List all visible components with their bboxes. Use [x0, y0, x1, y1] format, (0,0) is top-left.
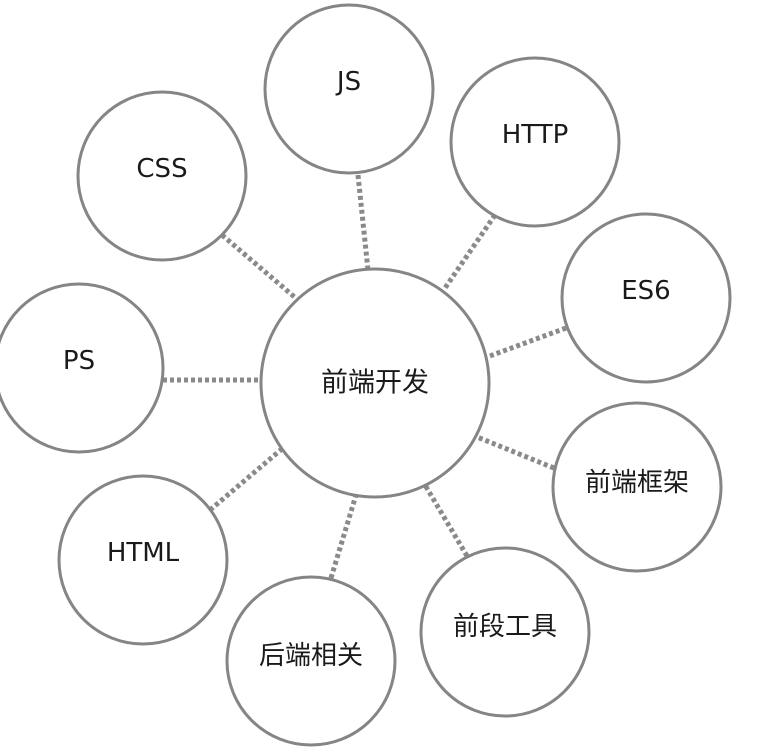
node-backend: 后端相关 — [225, 575, 397, 747]
node-html: HTML — [57, 474, 229, 646]
node-html-label: HTML — [107, 538, 180, 568]
node-frameworks: 前端框架 — [551, 401, 723, 573]
node-http: HTTP — [449, 56, 621, 228]
node-html-circle — [57, 474, 229, 646]
node-js-circle — [263, 3, 435, 175]
node-js: JS — [263, 3, 435, 175]
connector-css — [220, 233, 300, 302]
node-ps: PS — [0, 282, 165, 454]
connector-http — [442, 213, 498, 290]
node-es6-label: ES6 — [621, 276, 670, 306]
connector-tools — [422, 483, 470, 558]
node-http-circle — [449, 56, 621, 228]
node-http-label: HTTP — [502, 120, 569, 150]
node-backend-label: 后端相关 — [259, 641, 363, 671]
node-backend-circle — [225, 575, 397, 747]
node-frameworks-circle — [551, 401, 723, 573]
hub-node: 前端开发 — [259, 267, 491, 499]
connector-html — [208, 446, 285, 512]
node-tools-circle — [419, 546, 591, 718]
node-frameworks-label: 前端框架 — [585, 468, 689, 498]
node-css-label: CSS — [136, 154, 187, 184]
node-css: CSS — [76, 90, 248, 262]
node-css-circle — [76, 90, 248, 262]
hub-circle — [259, 267, 491, 499]
node-ps-label: PS — [63, 346, 95, 376]
hub-label: 前端开发 — [321, 368, 429, 399]
connector-backend — [328, 494, 359, 579]
connector-js — [355, 174, 371, 271]
connectors — [163, 174, 567, 579]
node-ps-circle — [0, 282, 165, 454]
node-tools-label: 前段工具 — [453, 612, 557, 642]
connector-frameworks — [476, 434, 555, 471]
connector-es6 — [486, 325, 567, 360]
node-tools: 前段工具 — [419, 546, 591, 718]
node-js-label: JS — [335, 67, 361, 97]
node-es6-circle — [560, 212, 732, 384]
node-es6: ES6 — [560, 212, 732, 384]
